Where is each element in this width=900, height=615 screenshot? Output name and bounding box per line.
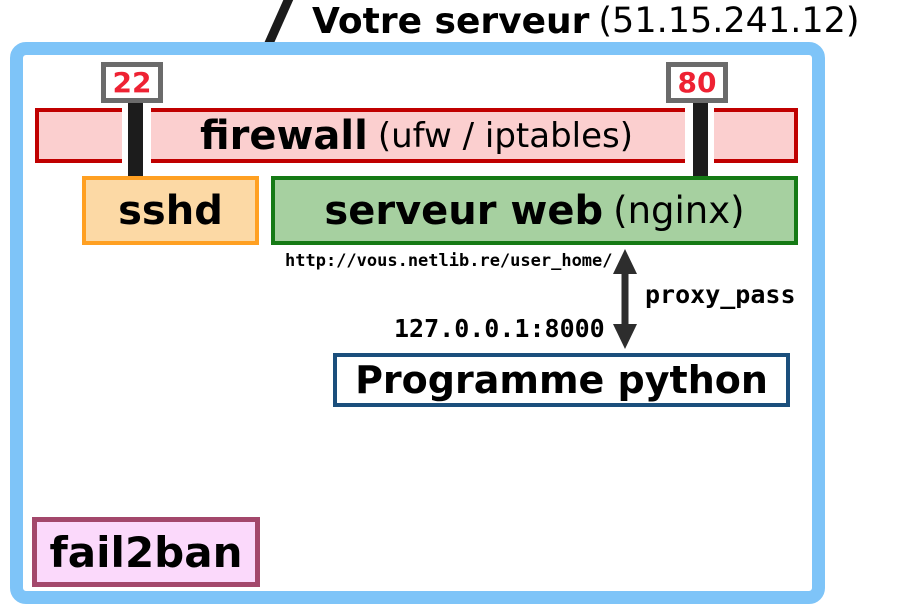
fail2ban-box: fail2ban (32, 517, 260, 587)
firewall-detail-label: (ufw / iptables) (377, 115, 634, 156)
port-22-badge: 22 (101, 62, 163, 103)
public-url-label: http://vous.netlib.re/user_home/ (285, 251, 613, 271)
sshd-box: sshd (82, 176, 259, 245)
port-80-number: 80 (677, 66, 717, 99)
web-server-box: serveur web (nginx) (271, 176, 798, 245)
port-80-badge: 80 (666, 62, 728, 103)
proxy-pass-arrow (613, 249, 637, 349)
proxy-pass-label: proxy_pass (645, 280, 796, 309)
firewall-label: firewall (199, 112, 368, 159)
port-22-number: 22 (112, 66, 152, 99)
sshd-label: sshd (118, 187, 223, 234)
server-frame (10, 42, 825, 604)
server-ip-label: (51.15.241.12) (598, 1, 860, 41)
port-80-connector (693, 99, 708, 179)
firewall-bar: firewall (ufw / iptables) (35, 108, 798, 163)
python-program-box: Programme python (333, 353, 790, 407)
port-22-connector (128, 99, 143, 179)
server-title-label: Votre serveur (312, 0, 590, 42)
local-address-label: 127.0.0.1:8000 (394, 314, 605, 343)
web-server-label: serveur web (324, 187, 604, 234)
web-server-detail-label: (nginx) (613, 189, 745, 232)
diagram-title: Votre serveur (51.15.241.12) (312, 0, 860, 42)
fail2ban-label: fail2ban (49, 527, 243, 577)
python-program-label: Programme python (355, 358, 768, 402)
